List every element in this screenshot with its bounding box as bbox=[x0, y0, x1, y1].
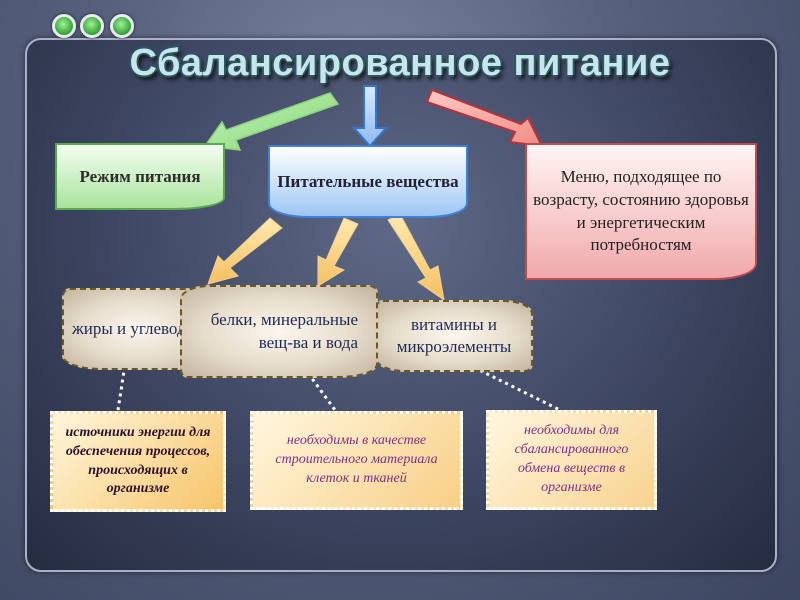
menu-box: Меню, подходящее по возрасту, состоянию … bbox=[525, 143, 757, 280]
arrow-to-vitamins bbox=[387, 213, 445, 302]
window-dot-1 bbox=[52, 14, 76, 38]
arrow-to-proteins bbox=[317, 217, 359, 287]
nutrients-box: Питательные вещества bbox=[268, 145, 468, 218]
window-dot-2 bbox=[80, 14, 104, 38]
slide-title: Сбалансированное питание bbox=[129, 42, 671, 84]
arrow-to-nutrients bbox=[351, 85, 389, 148]
banner-vitamins-label: витамины и микроэлементы bbox=[396, 314, 512, 356]
description-proteins: необходимы в качестве строительного мате… bbox=[250, 411, 463, 510]
banner-fats-label: жиры и углеводы bbox=[72, 319, 197, 338]
window-dot-3 bbox=[110, 14, 134, 38]
arrow-to-regime bbox=[203, 92, 340, 151]
connector-vitamins bbox=[454, 356, 561, 412]
description-fats: источники энергии для обеспечения процес… bbox=[50, 411, 226, 512]
arrow-to-fats bbox=[207, 217, 283, 285]
banner-proteins-label: белки, минеральные вещ-ва и вода bbox=[210, 310, 358, 352]
regime-box: Режим питания bbox=[55, 143, 225, 210]
arrow-to-menu bbox=[425, 88, 544, 148]
banner-vitamins: витамины и микроэлементы bbox=[375, 300, 533, 372]
description-vitamins: необходимы для сбалансированного обмена … bbox=[486, 410, 657, 510]
banner-proteins: белки, минеральные вещ-ва и вода bbox=[180, 285, 378, 378]
